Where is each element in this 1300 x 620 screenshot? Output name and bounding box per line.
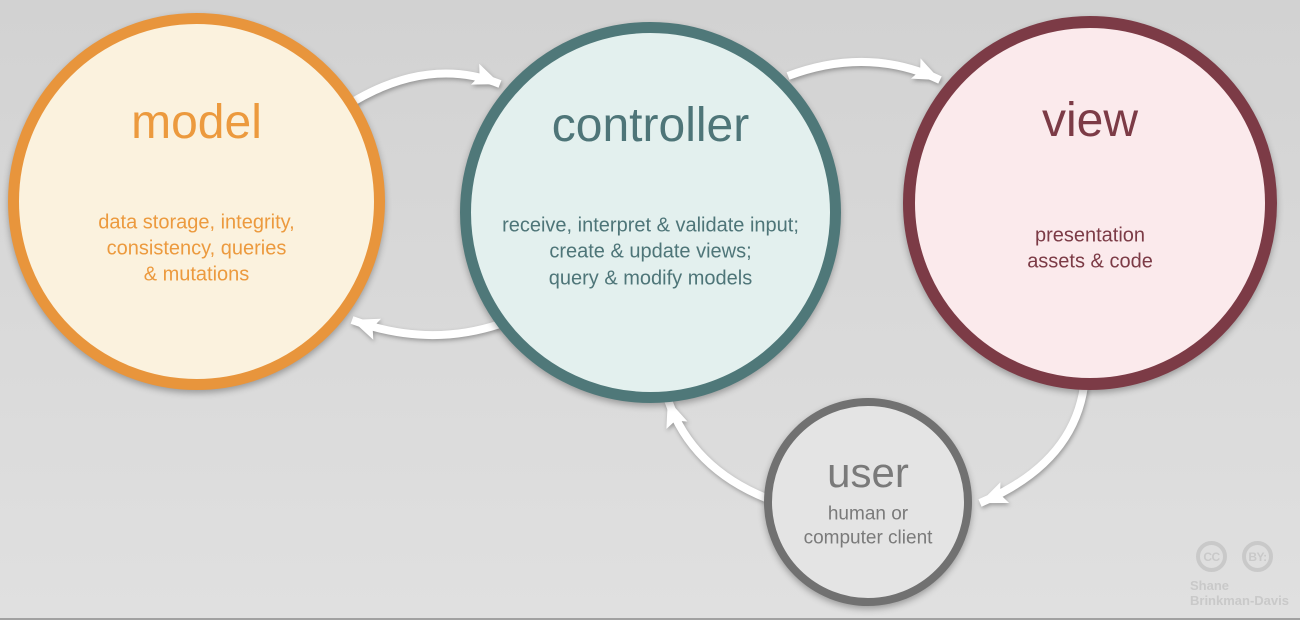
author-name: Shane Brinkman-Davis xyxy=(1190,578,1289,608)
user-node: user human or computer client xyxy=(764,398,972,606)
view-node: view presentation assets & code xyxy=(903,16,1277,390)
arrow-user-to-controller xyxy=(664,398,768,502)
arrow-view-to-user xyxy=(978,385,1088,507)
model-description: data storage, integrity, consistency, qu… xyxy=(98,211,295,286)
view-title: view xyxy=(1041,94,1139,148)
user-title: user xyxy=(827,449,909,497)
by-badge-icon: BY: xyxy=(1242,541,1273,572)
controller-title: controller xyxy=(551,98,750,152)
license-attribution: CC BY: Shane Brinkman-Davis xyxy=(1190,541,1289,608)
user-description: human or computer client xyxy=(803,503,933,549)
arrow-controller-to-model xyxy=(350,316,502,340)
view-description: presentation assets & code xyxy=(1027,224,1153,273)
model-node: model data storage, integrity, consisten… xyxy=(8,13,385,390)
arrow-controller-to-view xyxy=(786,57,942,84)
model-title: model xyxy=(131,96,262,150)
controller-description: receive, interpret & validate input; cre… xyxy=(502,214,799,290)
arrow-model-to-controller xyxy=(337,63,502,114)
bottom-edge-line xyxy=(0,618,1300,620)
cc-badge-icon: CC xyxy=(1196,541,1227,572)
controller-node: controller receive, interpret & validate… xyxy=(460,22,841,403)
